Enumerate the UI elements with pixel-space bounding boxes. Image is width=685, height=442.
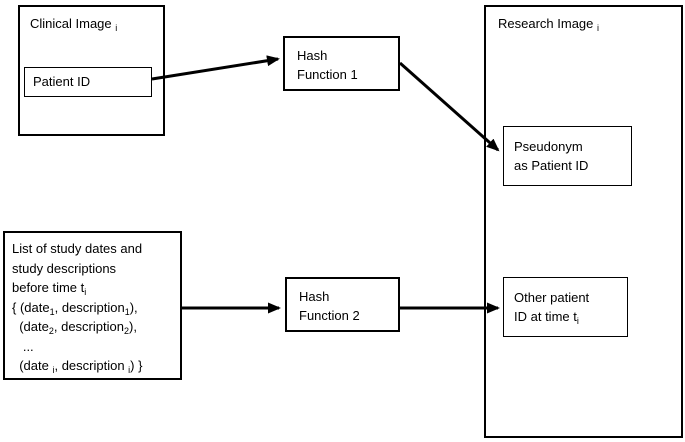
hash-function-1-box: Hash Function 1 [283,36,400,91]
clinical-image-title: Clinical Image i [30,16,118,33]
study-list-line: { (date1, description1), [12,299,138,317]
study-list-line: ... [12,338,34,354]
patient-id-box: Patient ID [24,67,152,97]
research-image-box: Research Image i [484,5,683,438]
other-patient-line1: Other patient [514,290,590,305]
pseudonym-line2: as Patient ID [514,158,589,173]
research-image-title: Research Image i [498,16,599,33]
study-list-line: (date i, description i) } [12,358,143,375]
hash-function-2-line1: Hash [299,289,330,304]
hash-function-1-line1: Hash [297,48,328,63]
arrow-patient-id-to-hash1 [151,55,280,81]
other-patient-id-box: Other patient ID at time ti [503,277,628,337]
study-list-line: study descriptions [12,260,117,276]
hash-function-2-box: Hash Function 2 [285,277,400,332]
study-list-line: List of study dates and [12,241,143,256]
study-list-line: before time ti [12,280,87,297]
patient-id-label: Patient ID [33,74,91,89]
hash-function-1-line2: Function 1 [297,67,358,82]
pseudonym-line1: Pseudonym [514,139,583,154]
pseudonym-box: Pseudonym as Patient ID [503,126,632,186]
other-patient-line2: ID at time ti [514,309,579,326]
hash-function-2-line2: Function 2 [299,308,360,323]
study-list-line: (date2, description2), [12,319,137,336]
study-list-box: List of study dates and study descriptio… [3,231,182,380]
